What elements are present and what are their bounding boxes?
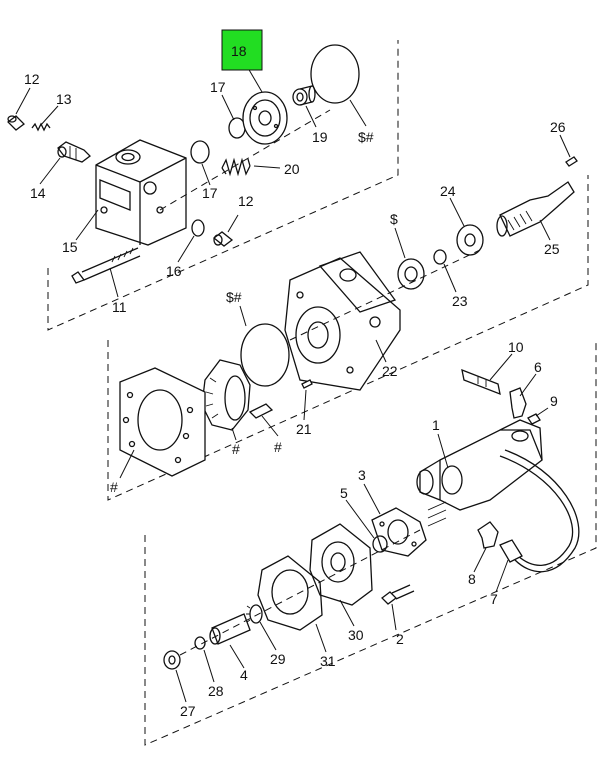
part-11-bolt [71, 247, 141, 284]
callout-28[interactable]: 28 [208, 683, 224, 699]
part-hose [499, 449, 580, 573]
part-14-check-valve [57, 141, 91, 163]
callout-5[interactable]: 5 [340, 485, 348, 501]
part-seal-ring-middle [240, 323, 290, 387]
callout-2[interactable]: 2 [396, 631, 404, 647]
callout-16[interactable]: 16 [166, 263, 182, 279]
part-key-small [248, 403, 274, 419]
part-3-gasket [371, 507, 427, 557]
callout-12-top-left[interactable]: 12 [24, 71, 40, 87]
part-2-bolt [381, 584, 415, 605]
part-12-plug-right [212, 231, 234, 247]
callout-26[interactable]: 26 [550, 119, 566, 135]
part-21-pin [301, 379, 313, 389]
part-12-plug-left [7, 115, 25, 131]
part-28-oring [194, 636, 206, 650]
part-25-drive-shaft [496, 181, 575, 237]
part-23-oring [433, 249, 447, 265]
callout-24[interactable]: 24 [440, 183, 456, 199]
part-seal-ring-top [310, 44, 360, 104]
callout-19[interactable]: 19 [312, 129, 328, 145]
callout-9[interactable]: 9 [550, 393, 558, 409]
part-ring-plate [119, 367, 206, 477]
callout-29[interactable]: 29 [270, 651, 286, 667]
part-20-spring [221, 157, 251, 177]
callout-27[interactable]: 27 [180, 703, 196, 719]
part-18-disc [242, 91, 288, 145]
part-seal [397, 258, 425, 290]
callout-22[interactable]: 22 [382, 363, 398, 379]
part-4-coupling [209, 613, 251, 645]
callout-hash-gerotor[interactable]: # [232, 441, 240, 457]
callout-10[interactable]: 10 [508, 339, 524, 355]
callout-15[interactable]: 15 [62, 239, 78, 255]
callout-31[interactable]: 31 [320, 653, 336, 669]
part-17-oring-lower [190, 140, 210, 164]
part-22-pump-housing [284, 251, 401, 391]
callout-18[interactable]: 18 [231, 43, 247, 59]
part-gerotor [201, 359, 251, 431]
callout-30[interactable]: 30 [348, 627, 364, 643]
callout-3[interactable]: 3 [358, 467, 366, 483]
callout-17-upper[interactable]: 17 [210, 79, 226, 95]
callout-11[interactable]: 11 [112, 299, 127, 315]
part-1-motor [416, 419, 543, 527]
callout-17-lower[interactable]: 17 [202, 185, 218, 201]
part-9-nut [527, 413, 541, 425]
callout-13[interactable]: 13 [56, 91, 72, 107]
callout-seal[interactable]: $ [390, 211, 398, 227]
part-30-adapter [309, 523, 373, 606]
part-5-oring [372, 535, 388, 553]
pump-head-body [95, 139, 187, 246]
callout-hash-plate[interactable]: # [110, 479, 118, 495]
part-31-gasket [257, 555, 323, 631]
callout-25[interactable]: 25 [544, 241, 560, 257]
callout-seal-hash-top[interactable]: $# [358, 129, 374, 145]
part-8-elbow-fitting [477, 521, 499, 549]
callout-7[interactable]: 7 [490, 591, 498, 607]
part-24-washer [456, 224, 484, 256]
dashed-group-outlines [47, 40, 597, 746]
callout-8[interactable]: 8 [468, 571, 476, 587]
callout-20[interactable]: 20 [284, 161, 300, 177]
part-26-key [565, 156, 578, 167]
callout-6[interactable]: 6 [534, 359, 542, 375]
callout-1[interactable]: 1 [432, 417, 440, 433]
part-16-oring [191, 219, 205, 237]
leader-lines [15, 67, 571, 703]
part-19-bushing [292, 85, 316, 106]
callout-21[interactable]: 21 [296, 421, 312, 437]
part-10-fitting [461, 368, 501, 396]
callout-labels: 18 12 13 14 15 17 17 19 20 12 16 11 $# 2… [24, 43, 566, 719]
callout-4[interactable]: 4 [240, 667, 248, 683]
callout-seal-hash-middle[interactable]: $# [226, 289, 242, 305]
part-6-elbow [509, 387, 527, 419]
part-27-washer [163, 650, 181, 670]
highlight-box-18 [221, 29, 263, 71]
callout-23[interactable]: 23 [452, 293, 468, 309]
part-7-hose-end [499, 539, 523, 563]
callout-14[interactable]: 14 [30, 185, 46, 201]
callout-12-right[interactable]: 12 [238, 193, 254, 209]
callout-hash-key[interactable]: # [274, 439, 282, 455]
part-13-spring [31, 122, 51, 132]
